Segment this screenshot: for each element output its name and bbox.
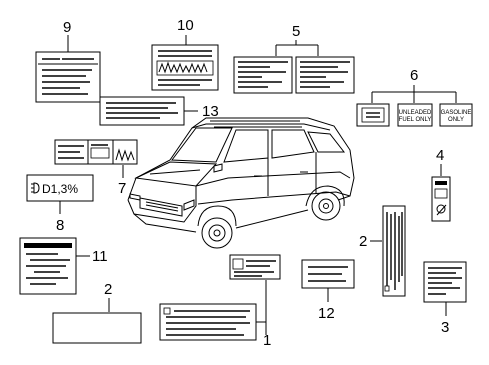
label-10[interactable]: [151, 44, 219, 91]
label-9[interactable]: [35, 51, 101, 103]
leader-1: [256, 280, 267, 335]
label-8[interactable]: D1,3%: [26, 174, 94, 202]
label-5a[interactable]: [233, 56, 293, 94]
label-6a[interactable]: [356, 103, 390, 127]
callout-4: 4: [436, 147, 444, 164]
label-6b-unleaded[interactable]: UNLEADED FUEL ONLY: [397, 103, 433, 127]
percent-text: D1,3%: [42, 182, 78, 196]
callout-3: 3: [441, 319, 449, 336]
label-13[interactable]: [99, 96, 185, 126]
callout-6: 6: [410, 67, 418, 84]
label-1-small[interactable]: [229, 254, 281, 280]
label-2-tall[interactable]: [382, 205, 406, 297]
leader-6: [371, 85, 457, 103]
leader-5: [275, 40, 319, 56]
callout-10: 10: [177, 17, 194, 34]
callout-1: 1: [263, 332, 271, 349]
label-4[interactable]: [431, 176, 451, 222]
callout-11: 11: [92, 248, 108, 265]
headlamp-icon: [31, 182, 40, 194]
unleaded-text-2: FUEL ONLY: [399, 117, 432, 123]
label-1-large[interactable]: [159, 303, 257, 341]
callout-13: 13: [202, 103, 219, 120]
callout-2-right: 2: [359, 233, 367, 250]
callout-2-left: 2: [104, 281, 112, 298]
label-7[interactable]: [54, 139, 138, 165]
gasoline-text-2: ONLY: [448, 117, 464, 123]
unleaded-text-1: UNLEADED: [399, 110, 432, 116]
label-6c-gasoline[interactable]: GASOLINE ONLY: [439, 103, 473, 127]
callout-7: 7: [118, 180, 126, 197]
callout-8: 8: [56, 217, 64, 234]
label-12[interactable]: [301, 259, 355, 289]
label-3[interactable]: [423, 261, 467, 303]
gasoline-text-1: GASOLINE: [441, 110, 472, 116]
label-11[interactable]: [19, 237, 77, 295]
suv-illustration: [127, 117, 355, 249]
label-5b[interactable]: [295, 56, 355, 94]
callout-5: 5: [292, 23, 300, 40]
callout-12: 12: [318, 305, 335, 322]
label-2-blank[interactable]: [52, 312, 142, 344]
callout-9: 9: [63, 19, 71, 36]
